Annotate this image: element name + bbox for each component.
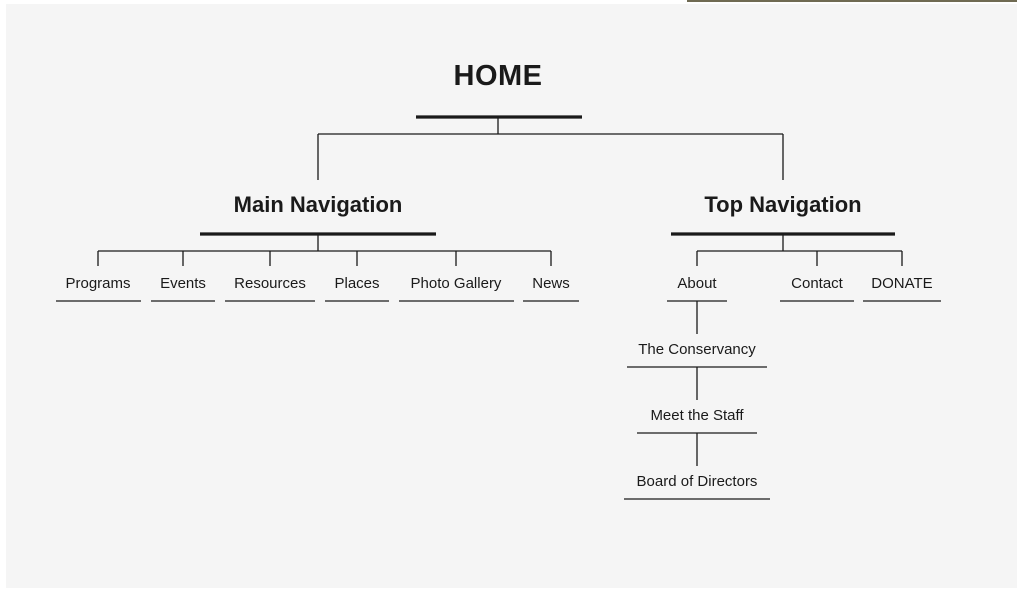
about-child-meet-the-staff: Meet the Staff [650,407,744,424]
main-nav-item-programs: Programs [65,275,131,292]
main-nav-item-photo-gallery: Photo Gallery [410,275,502,292]
main-nav-item-events: Events [160,275,206,292]
about-child-the-conservancy: The Conservancy [638,341,756,358]
sitemap-canvas [6,4,1017,588]
main-nav-item-places: Places [334,275,380,292]
main-navigation-label: Main Navigation [233,192,403,217]
top-nav-item-contact: Contact [791,275,843,292]
top-nav-item-about: About [677,275,717,292]
top-navigation-label: Top Navigation [704,192,862,217]
main-nav-item-resources: Resources [234,275,306,292]
top-nav-item-donate: DONATE [871,275,933,292]
about-child-board-of-directors: Board of Directors [636,473,758,490]
main-nav-item-news: News [532,275,570,292]
top-edge-image-strip [687,0,1017,2]
home-node-label: HOME [453,60,543,92]
